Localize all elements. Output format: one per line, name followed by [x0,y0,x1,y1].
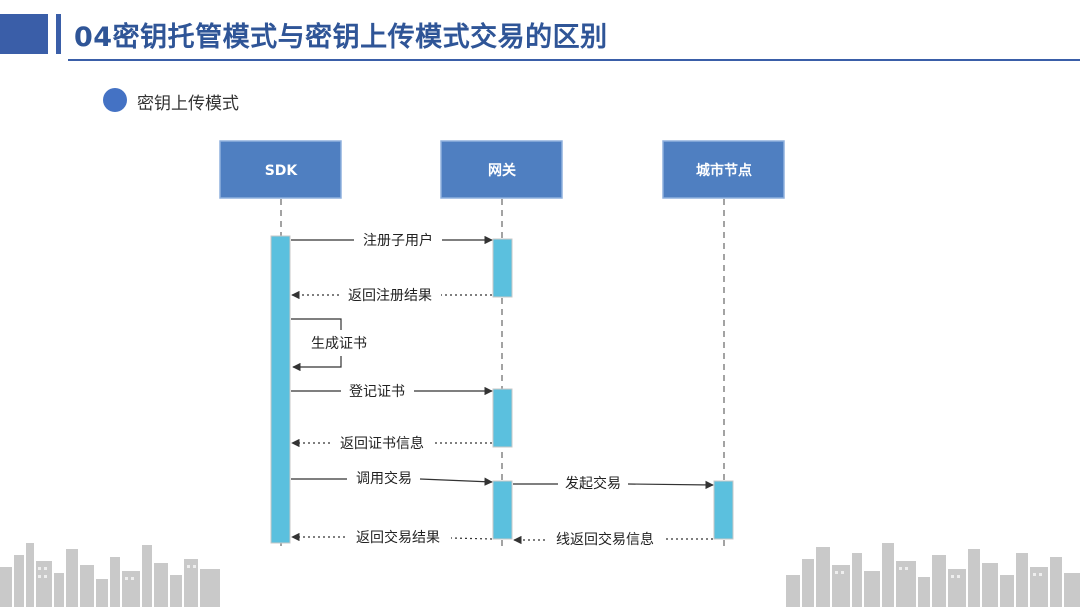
title-accent-stripe [56,14,61,54]
message-arrow [450,537,493,540]
title-underline [68,59,1080,61]
message-arrow [419,477,493,486]
activation-gateway-3 [492,480,513,540]
bullet-icon [103,88,127,112]
message-label-invoke-tx: 调用交易 [356,470,412,487]
participant-gateway-label: 网关 [488,162,516,179]
message-label-tx-result: 返回交易结果 [356,529,440,546]
message-label-tx-info: 线返回交易信息 [556,531,654,548]
city-skyline-left [0,543,220,607]
self-call-arrow [291,318,342,330]
self-call-arrow [292,356,342,372]
participant-sdk: SDK [219,140,342,199]
message-label-register-cert: 登记证书 [349,384,405,400]
participant-sdk-label: SDK [265,163,299,179]
city-skyline-right [786,543,1080,607]
participant-city-node-label: 城市节点 [696,162,752,179]
message-label-register-result: 返回注册结果 [348,288,432,304]
participant-city-node: 城市节点 [662,140,785,199]
message-label-cert-info: 返回证书信息 [340,435,424,452]
section-subtitle: 密钥上传模式 [137,94,239,114]
activation-gateway-1 [492,238,513,298]
message-label-initiate-tx: 发起交易 [565,475,621,492]
activation-gateway-2 [492,388,513,448]
message-label-generate-cert: 生成证书 [311,336,367,352]
message-arrow [627,480,714,490]
title-accent-block [0,14,48,54]
activation-sdk [270,235,291,544]
activation-city-node [713,480,734,540]
message-label-register: 注册子用户 [363,232,433,249]
page-title: 04密钥托管模式与密钥上传模式交易的区别 [74,22,608,53]
participant-gateway: 网关 [440,140,563,199]
